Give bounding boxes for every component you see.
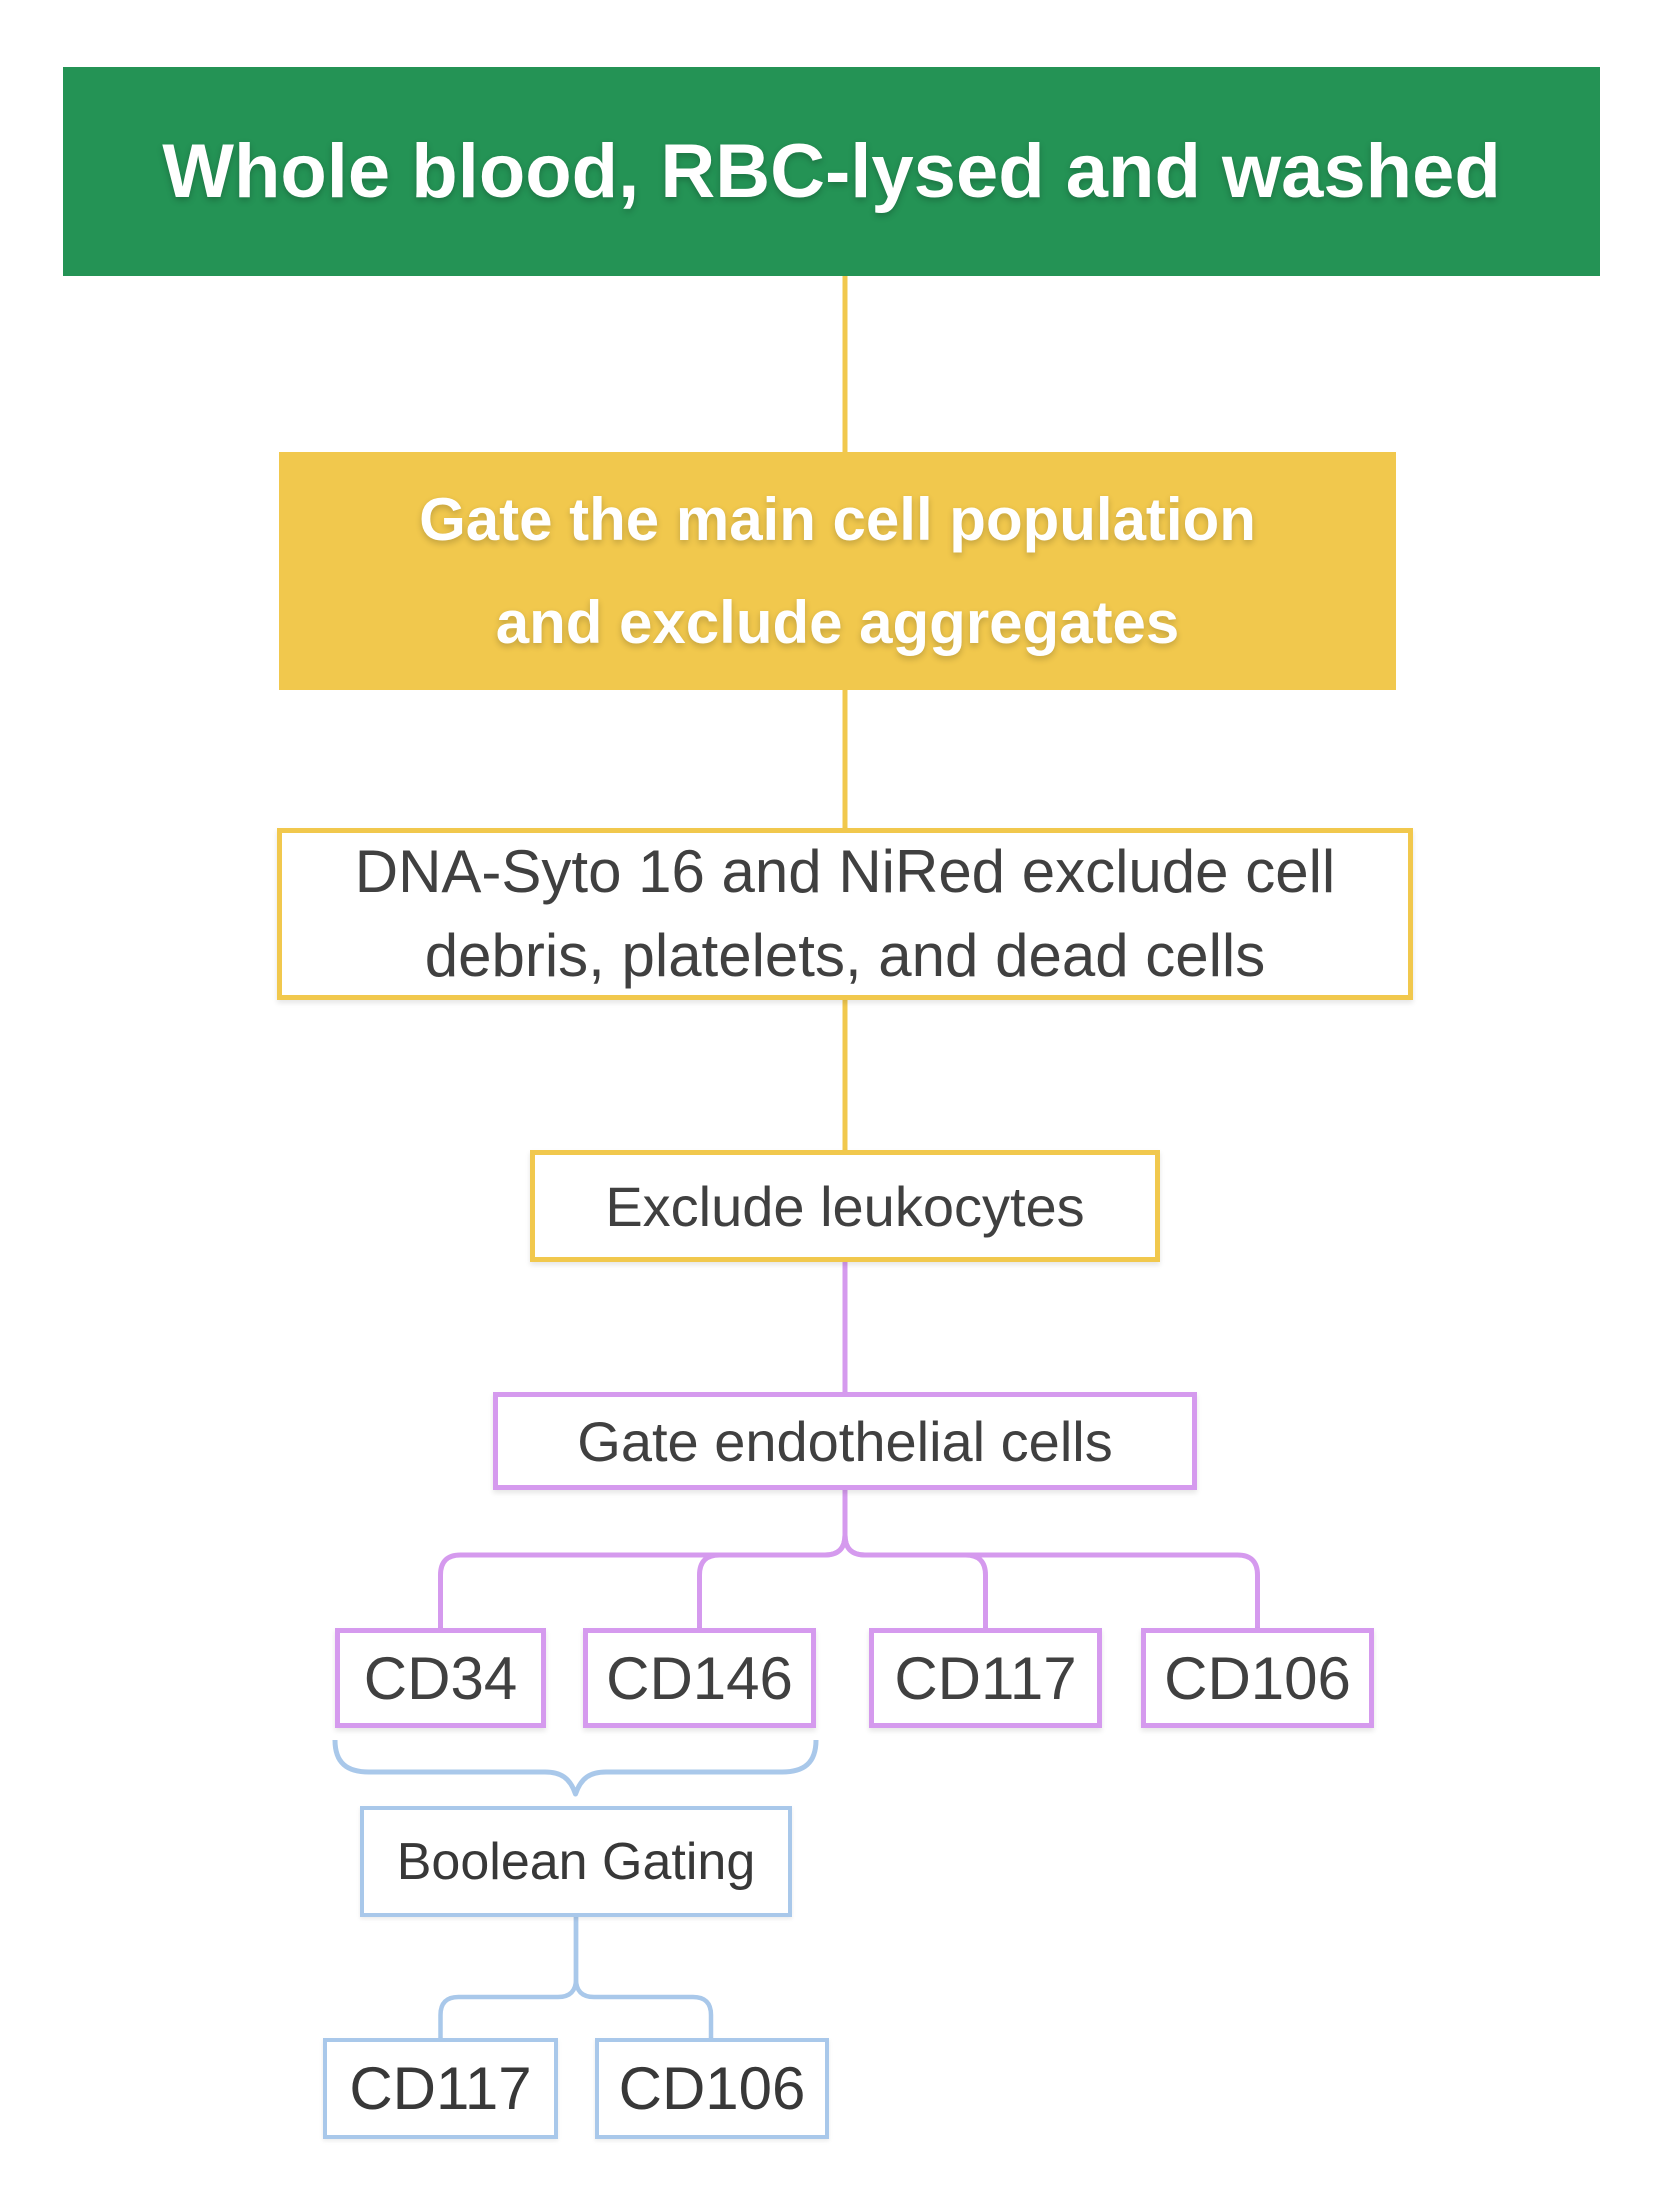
curly-brace	[332, 1739, 819, 1797]
node-gate-endothelial-label: Gate endothelial cells	[577, 1409, 1113, 1473]
connector-gateendothelial-to-cd34	[438, 1490, 848, 1628]
connector-gateendothelial-to-cd146	[697, 1490, 848, 1628]
node-gate-main-line1: Gate the main cell population	[419, 485, 1256, 553]
node-cd106-label: CD106	[1164, 1644, 1351, 1712]
connector-gateendothelial-to-cd117	[842, 1490, 988, 1628]
node-cd117: CD117	[869, 1628, 1102, 1728]
node-gate-main-population: Gate the main cell population and exclud…	[279, 452, 1396, 690]
node-dna-syto-nired: DNA-Syto 16 and NiRed exclude cell debri…	[277, 828, 1413, 1000]
node-cd117-boolean-label: CD117	[349, 2055, 532, 2122]
node-dna-syto-line2: debris, platelets, and dead cells	[424, 922, 1266, 989]
node-cd117-label: CD117	[894, 1644, 1077, 1712]
node-cd146-label: CD146	[606, 1644, 793, 1712]
node-boolean-gating-label: Boolean Gating	[396, 1832, 756, 1891]
node-cd146: CD146	[583, 1628, 816, 1728]
node-cd34-label: CD34	[363, 1644, 518, 1712]
node-exclude-leukocytes: Exclude leukocytes	[530, 1150, 1160, 1262]
node-gate-endothelial-cells: Gate endothelial cells	[493, 1392, 1197, 1490]
node-cd117-boolean: CD117	[323, 2038, 558, 2139]
node-cd106-boolean-label: CD106	[618, 2055, 806, 2122]
node-gate-main-line2: and exclude aggregates	[495, 589, 1180, 656]
node-whole-blood: Whole blood, RBC-lysed and washed	[63, 67, 1600, 276]
node-cd106: CD106	[1141, 1628, 1374, 1728]
connector-boolean-to-cd106	[573, 1917, 714, 2038]
connector-gateendothelial-to-cd106	[842, 1490, 1260, 1628]
node-exclude-leukocytes-label: Exclude leukocytes	[605, 1174, 1085, 1238]
node-cd34: CD34	[335, 1628, 546, 1728]
connector-boolean-to-cd117	[438, 1917, 579, 2038]
node-dna-syto-line1: DNA-Syto 16 and NiRed exclude cell	[354, 838, 1336, 905]
node-whole-blood-label: Whole blood, RBC-lysed and washed	[162, 129, 1501, 214]
node-cd106-boolean: CD106	[595, 2038, 829, 2139]
node-boolean-gating: Boolean Gating	[360, 1806, 792, 1917]
